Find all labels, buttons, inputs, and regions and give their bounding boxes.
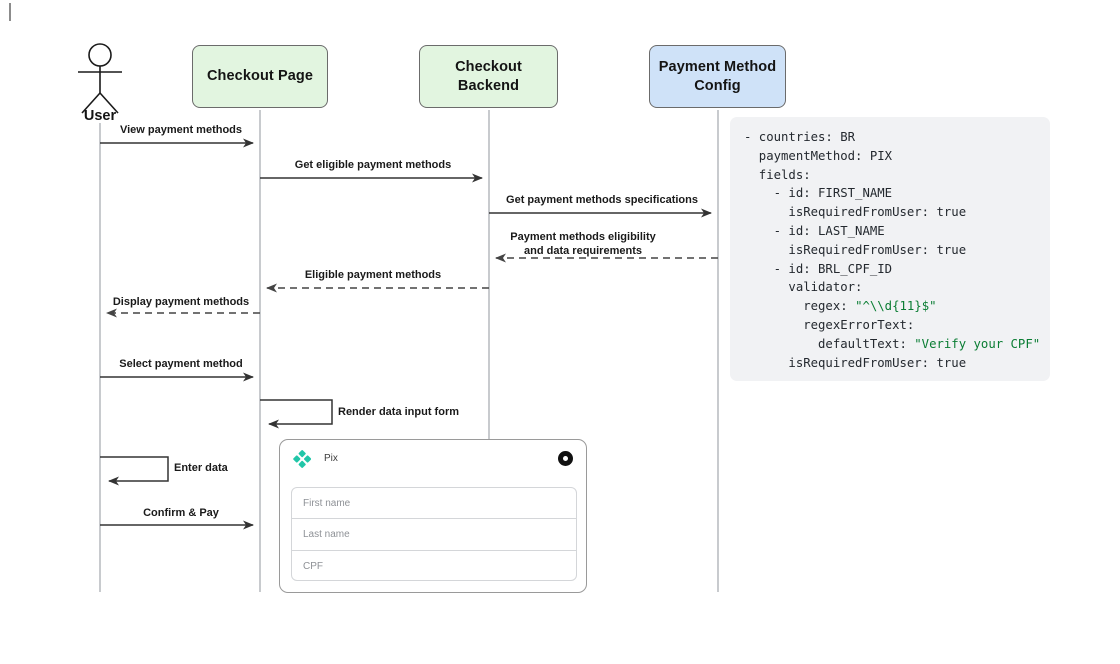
dashed-messages <box>106 253 718 318</box>
participant-checkout-page[interactable]: Checkout Page <box>192 45 328 108</box>
code-line: paymentMethod: PIX <box>744 147 1036 166</box>
code-text: validator: <box>744 280 863 295</box>
code-line: fields: <box>744 166 1036 185</box>
participant-label: Checkout Page <box>206 68 314 85</box>
participant-label: Payment Method Config <box>658 59 777 94</box>
code-text: - id: LAST_NAME <box>744 223 885 238</box>
message-label-display-payment-methods: Display payment methods <box>112 296 250 308</box>
message-label-payment-methods-eligibility: Payment methods eligibility and data req… <box>510 231 655 259</box>
code-text: defaultText: <box>744 336 915 351</box>
code-text: regexErrorText: <box>744 317 915 332</box>
input-last-name[interactable]: Last name <box>292 519 576 551</box>
participant-checkout-backend[interactable]: Checkout Backend <box>419 45 558 108</box>
message-label-enter-data: Enter data <box>174 462 228 474</box>
message-label-confirm-and-pay: Confirm & Pay <box>143 507 219 519</box>
code-line: - countries: BR <box>744 128 1036 147</box>
message-label-view-payment-methods: View payment methods <box>119 124 243 136</box>
code-line: isRequiredFromUser: true <box>744 241 1036 260</box>
code-text: isRequiredFromUser: true <box>744 205 967 220</box>
selfloop-enter-data <box>100 456 169 486</box>
solid-messages <box>100 138 712 530</box>
code-text: - id: FIRST_NAME <box>744 186 893 201</box>
code-line: - id: BRL_CPF_ID <box>744 260 1036 279</box>
message-label-line-2: and data requirements <box>524 244 642 257</box>
code-line: defaultText: "Verify your CPF" <box>744 335 1040 354</box>
message-label-get-eligible-payment-methods: Get eligible payment methods <box>294 159 452 171</box>
self-messages <box>100 399 333 486</box>
code-line: isRequiredFromUser: true <box>744 354 1036 373</box>
scroll-tick-mark <box>9 3 11 21</box>
participant-label: Checkout Backend <box>455 59 522 94</box>
pix-payment-method-card[interactable]: Pix First name Last name CPF <box>279 439 587 593</box>
code-line: regex: "^\\d{11}$" <box>744 297 1036 316</box>
pix-logo-icon <box>293 449 312 468</box>
participant-payment-method-config[interactable]: Payment Method Config <box>649 45 786 108</box>
code-line: isRequiredFromUser: true <box>744 203 1036 222</box>
lifelines <box>99 110 719 592</box>
input-cpf[interactable]: CPF <box>303 560 323 572</box>
message-label-eligible-payment-methods: Eligible payment methods <box>304 269 442 281</box>
code-text: regex: <box>744 299 856 314</box>
code-line: regexErrorText: <box>744 316 1036 335</box>
message-label-line-1: Payment methods eligibility <box>510 231 656 243</box>
code-line: - id: FIRST_NAME <box>744 184 1036 203</box>
pix-radio-button[interactable] <box>558 451 573 466</box>
code-text: - id: BRL_CPF_ID <box>744 261 893 276</box>
code-text: fields: <box>744 167 811 182</box>
pix-card-header: Pix <box>280 440 586 477</box>
input-first-name[interactable]: First name <box>292 488 576 520</box>
pix-card-title: Pix <box>324 453 338 464</box>
yaml-config-code-block: - countries: BR paymentMethod: PIX field… <box>730 117 1050 381</box>
code-line: - id: LAST_NAME <box>744 222 1036 241</box>
code-text: paymentMethod: PIX <box>744 148 893 163</box>
code-text: - countries: BR <box>744 130 856 144</box>
message-label-render-data-input-form: Render data input form <box>338 406 460 418</box>
message-label-get-payment-methods-specifications: Get payment methods specifications <box>506 194 698 206</box>
message-label-select-payment-method: Select payment method <box>119 358 243 370</box>
code-text: isRequiredFromUser: true <box>744 242 967 257</box>
selfloop-render-data-input-form <box>260 399 333 429</box>
pix-form-fields: First name Last name CPF <box>291 487 577 581</box>
actor-user-figure <box>78 43 122 114</box>
code-line: validator: <box>744 278 1036 297</box>
code-string: "^\\d{11}$" <box>855 299 937 314</box>
participant-label-user: User <box>83 108 117 124</box>
code-string: "Verify your CPF" <box>914 336 1041 351</box>
code-text: isRequiredFromUser: true <box>744 355 967 370</box>
